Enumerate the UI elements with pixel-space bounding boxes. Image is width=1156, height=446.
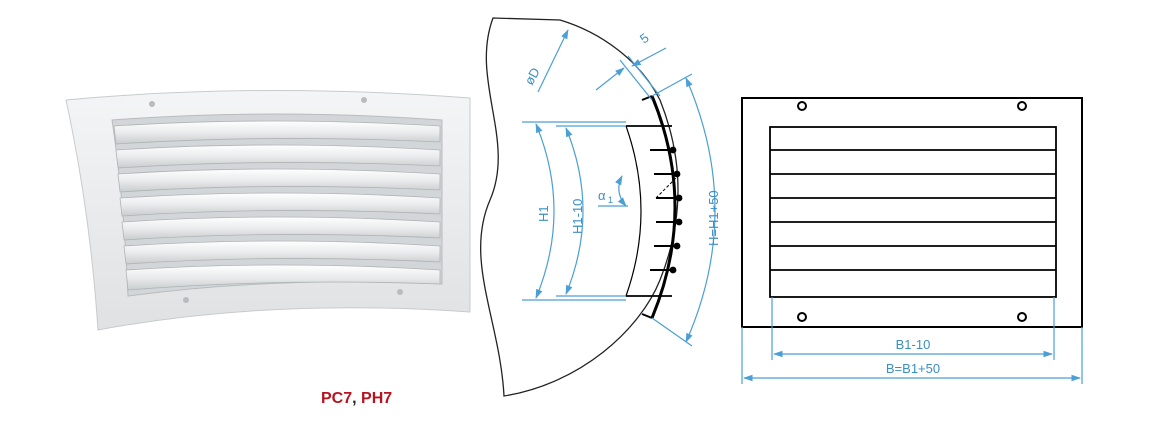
- section-drawing: øD 5 H1 H1-10 H=H1+50 α 1: [479, 17, 721, 397]
- angle-label: α: [598, 188, 606, 203]
- grille-profile: [650, 95, 677, 319]
- inner-height-minus-label: H1-10: [570, 199, 585, 234]
- inner-width-label: B1-10: [896, 337, 931, 352]
- model-caption: PC7, PH7: [321, 390, 392, 408]
- angle-subscript: 1: [608, 195, 613, 205]
- duct-outline: [479, 17, 679, 397]
- mounting-hole: [797, 312, 807, 322]
- screw-hole: [149, 101, 155, 107]
- diameter-label: øD: [521, 65, 542, 87]
- flange-label: 5: [637, 30, 652, 46]
- model-name-1: PC7: [321, 390, 353, 407]
- screw-hole: [361, 97, 367, 103]
- screw-hole: [183, 297, 189, 303]
- mounting-hole: [1017, 101, 1027, 111]
- mounting-hole: [797, 101, 807, 111]
- screw-hole: [397, 289, 403, 295]
- blades: [650, 146, 683, 274]
- inner-height-label: H1: [536, 205, 551, 222]
- model-name-2: PH7: [361, 390, 393, 407]
- model-separator: ,: [352, 390, 357, 407]
- grille-slats: [113, 120, 441, 291]
- front-drawing: B1-10 B=B1+50: [741, 97, 1083, 384]
- total-height-label: H=H1+50: [706, 190, 721, 246]
- inner-frame: [769, 126, 1057, 298]
- front-slats: [770, 149, 1056, 271]
- mounting-hole: [1017, 312, 1027, 322]
- grille-photo: [65, 89, 471, 331]
- total-width-label: B=B1+50: [886, 361, 940, 376]
